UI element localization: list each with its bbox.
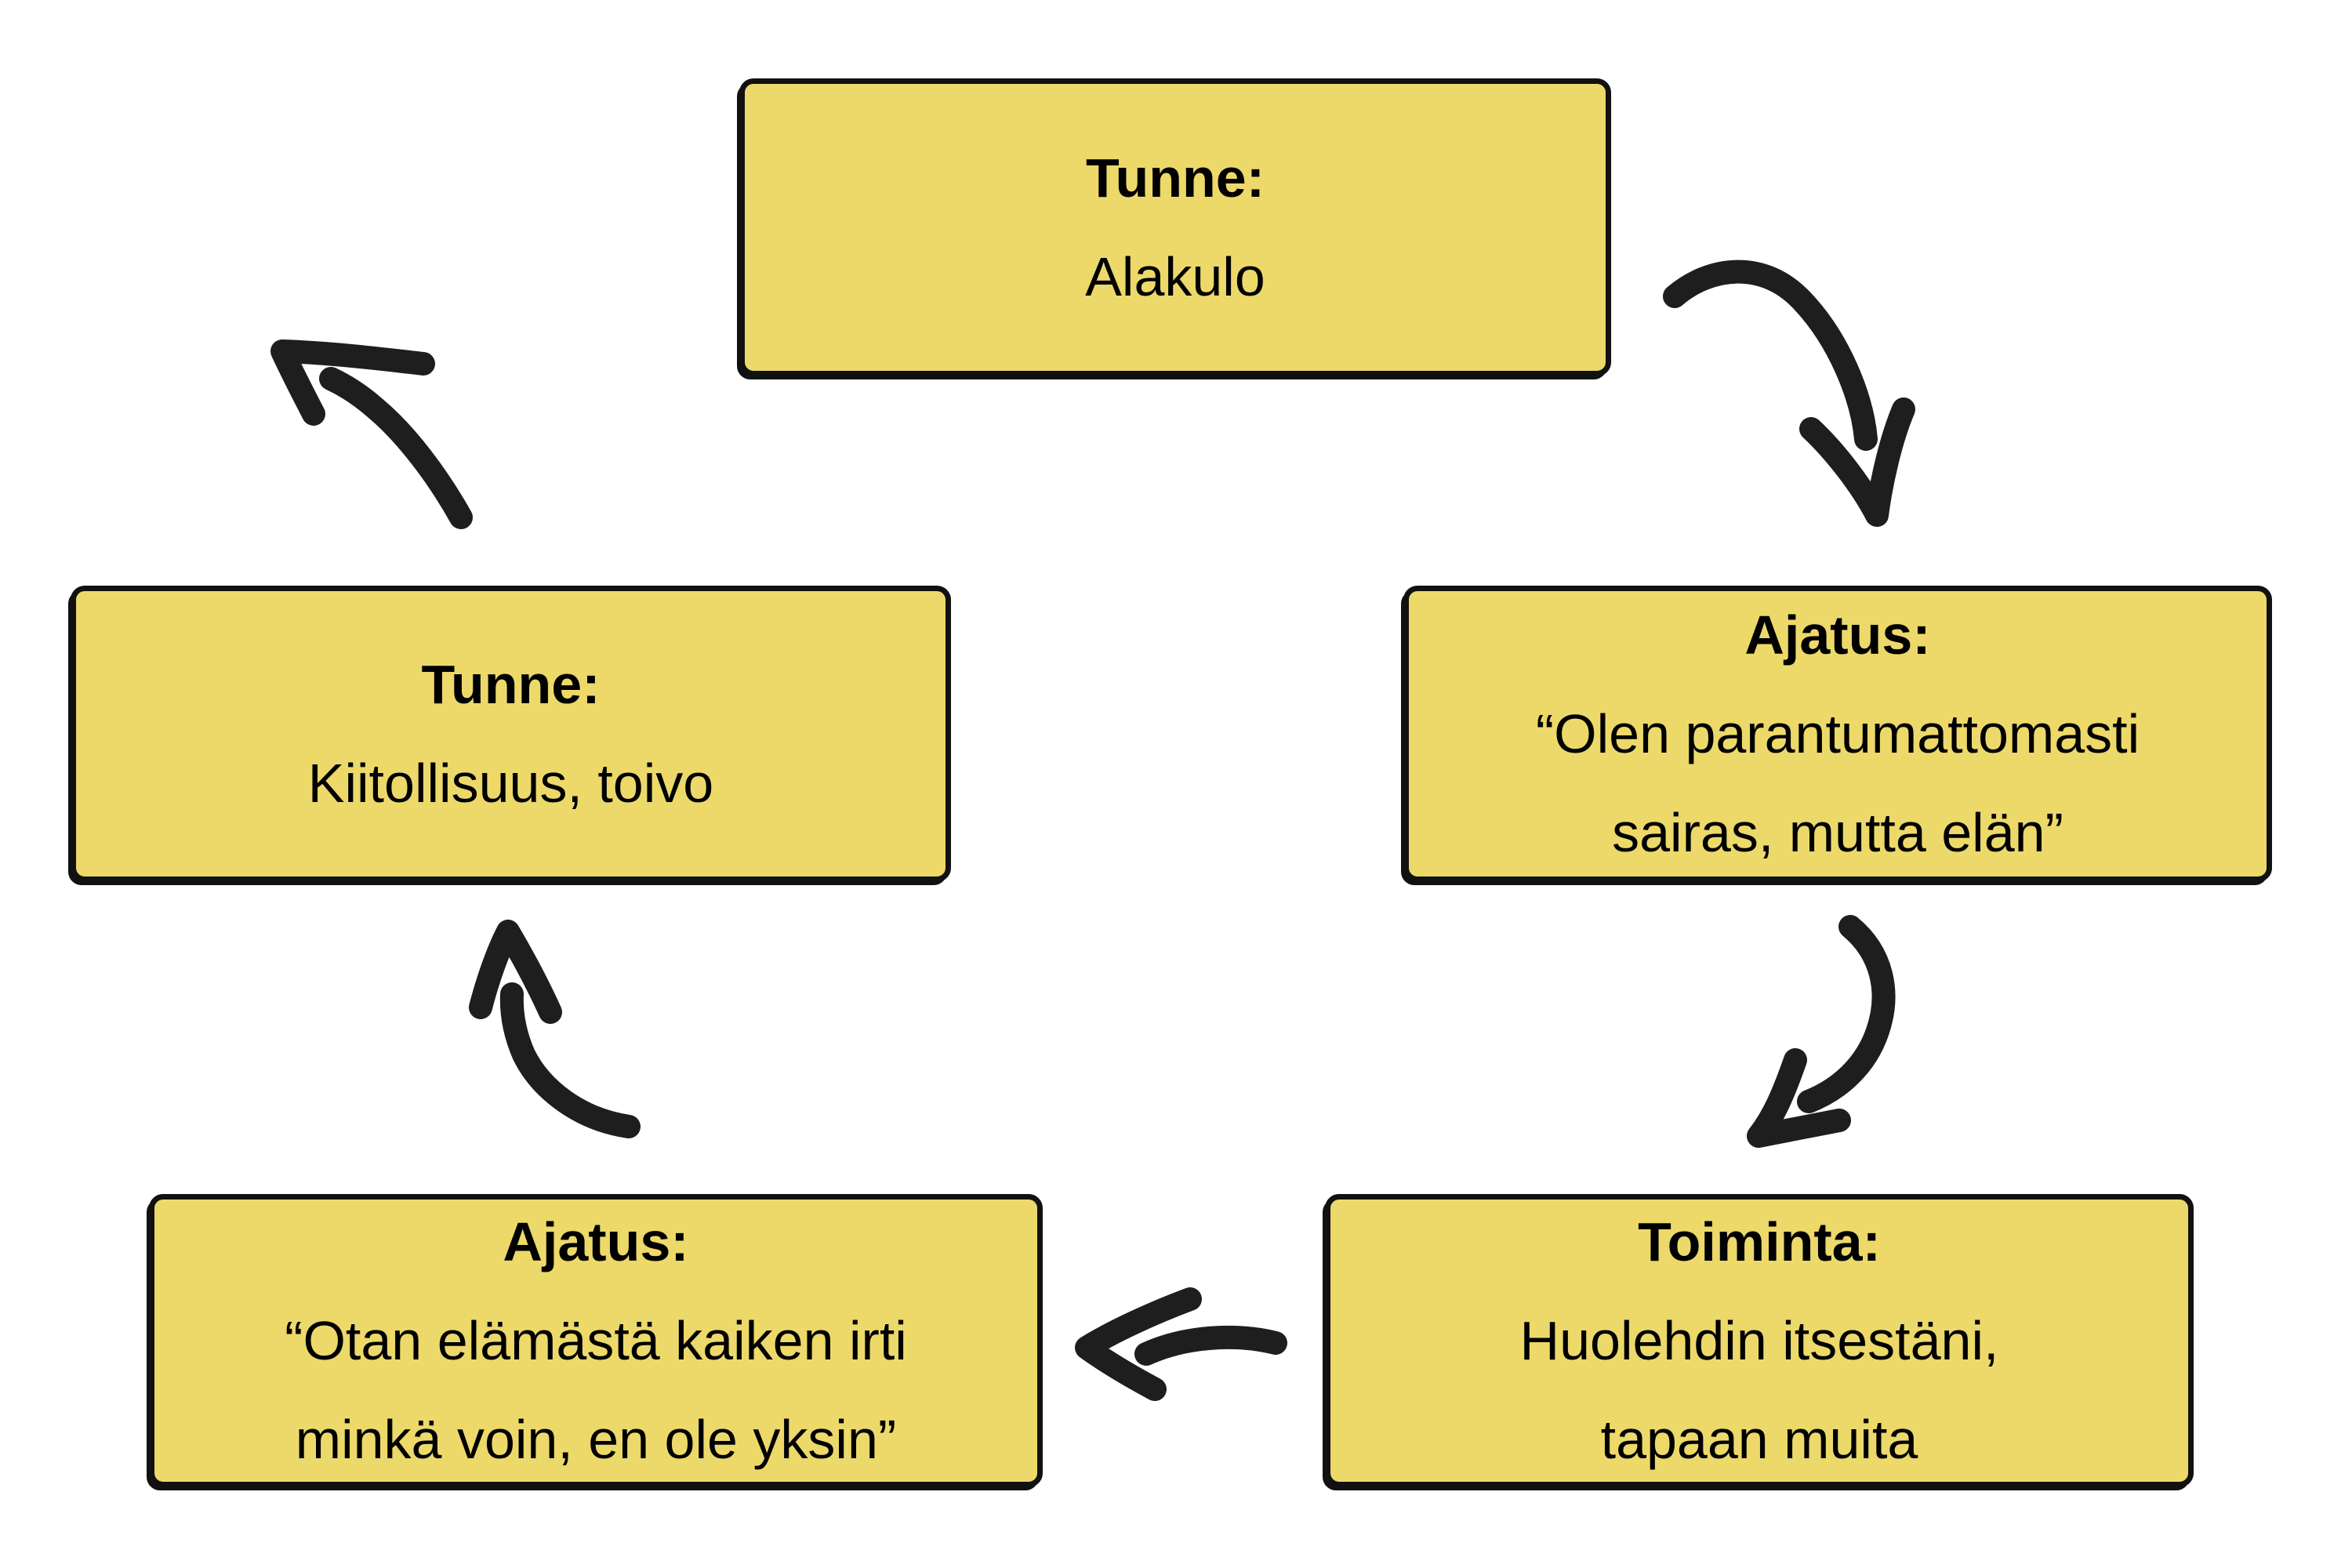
node-line: sairas, mutta elän” xyxy=(1612,802,2063,863)
node-thought-life: Ajatus: “Otan elämästä kaiken irti minkä… xyxy=(149,1194,1043,1487)
arrow-left-to-top-icon xyxy=(270,339,473,529)
node-line: minkä voin, en ole yksin” xyxy=(295,1409,897,1470)
arrow-top-to-right-icon xyxy=(1663,260,1915,527)
node-heading: Toiminta: xyxy=(1638,1211,1881,1272)
node-line: “Olen parantumattomasti xyxy=(1535,703,2140,764)
node-feeling-gratitude: Tunne: Kiitollisuus, toivo xyxy=(71,586,951,882)
node-heading: Tunne: xyxy=(421,654,601,715)
arrow-bottomright-to-bottomleft-icon xyxy=(1075,1287,1287,1401)
node-heading: Ajatus: xyxy=(1744,604,1931,666)
node-heading: Tunne: xyxy=(1085,147,1265,209)
arrow-bottomleft-to-left-icon xyxy=(469,920,641,1138)
node-line: Kiitollisuus, toivo xyxy=(307,753,714,814)
node-line: tapaan muita xyxy=(1600,1409,1918,1470)
node-line: Alakulo xyxy=(1085,246,1265,307)
node-heading: Ajatus: xyxy=(503,1211,689,1272)
node-line: Huolehdin itsestäni, xyxy=(1519,1310,1999,1371)
node-line: “Otan elämästä kaiken irti xyxy=(285,1310,907,1371)
node-feeling-lowmood: Tunne: Alakulo xyxy=(739,78,1611,376)
node-action-selfcare: Toiminta: Huolehdin itsestäni, tapaan mu… xyxy=(1325,1194,2194,1487)
arrow-right-to-bottomright-icon xyxy=(1747,915,1896,1148)
node-thought-illness: Ajatus: “Olen parantumattomasti sairas, … xyxy=(1403,586,2272,882)
